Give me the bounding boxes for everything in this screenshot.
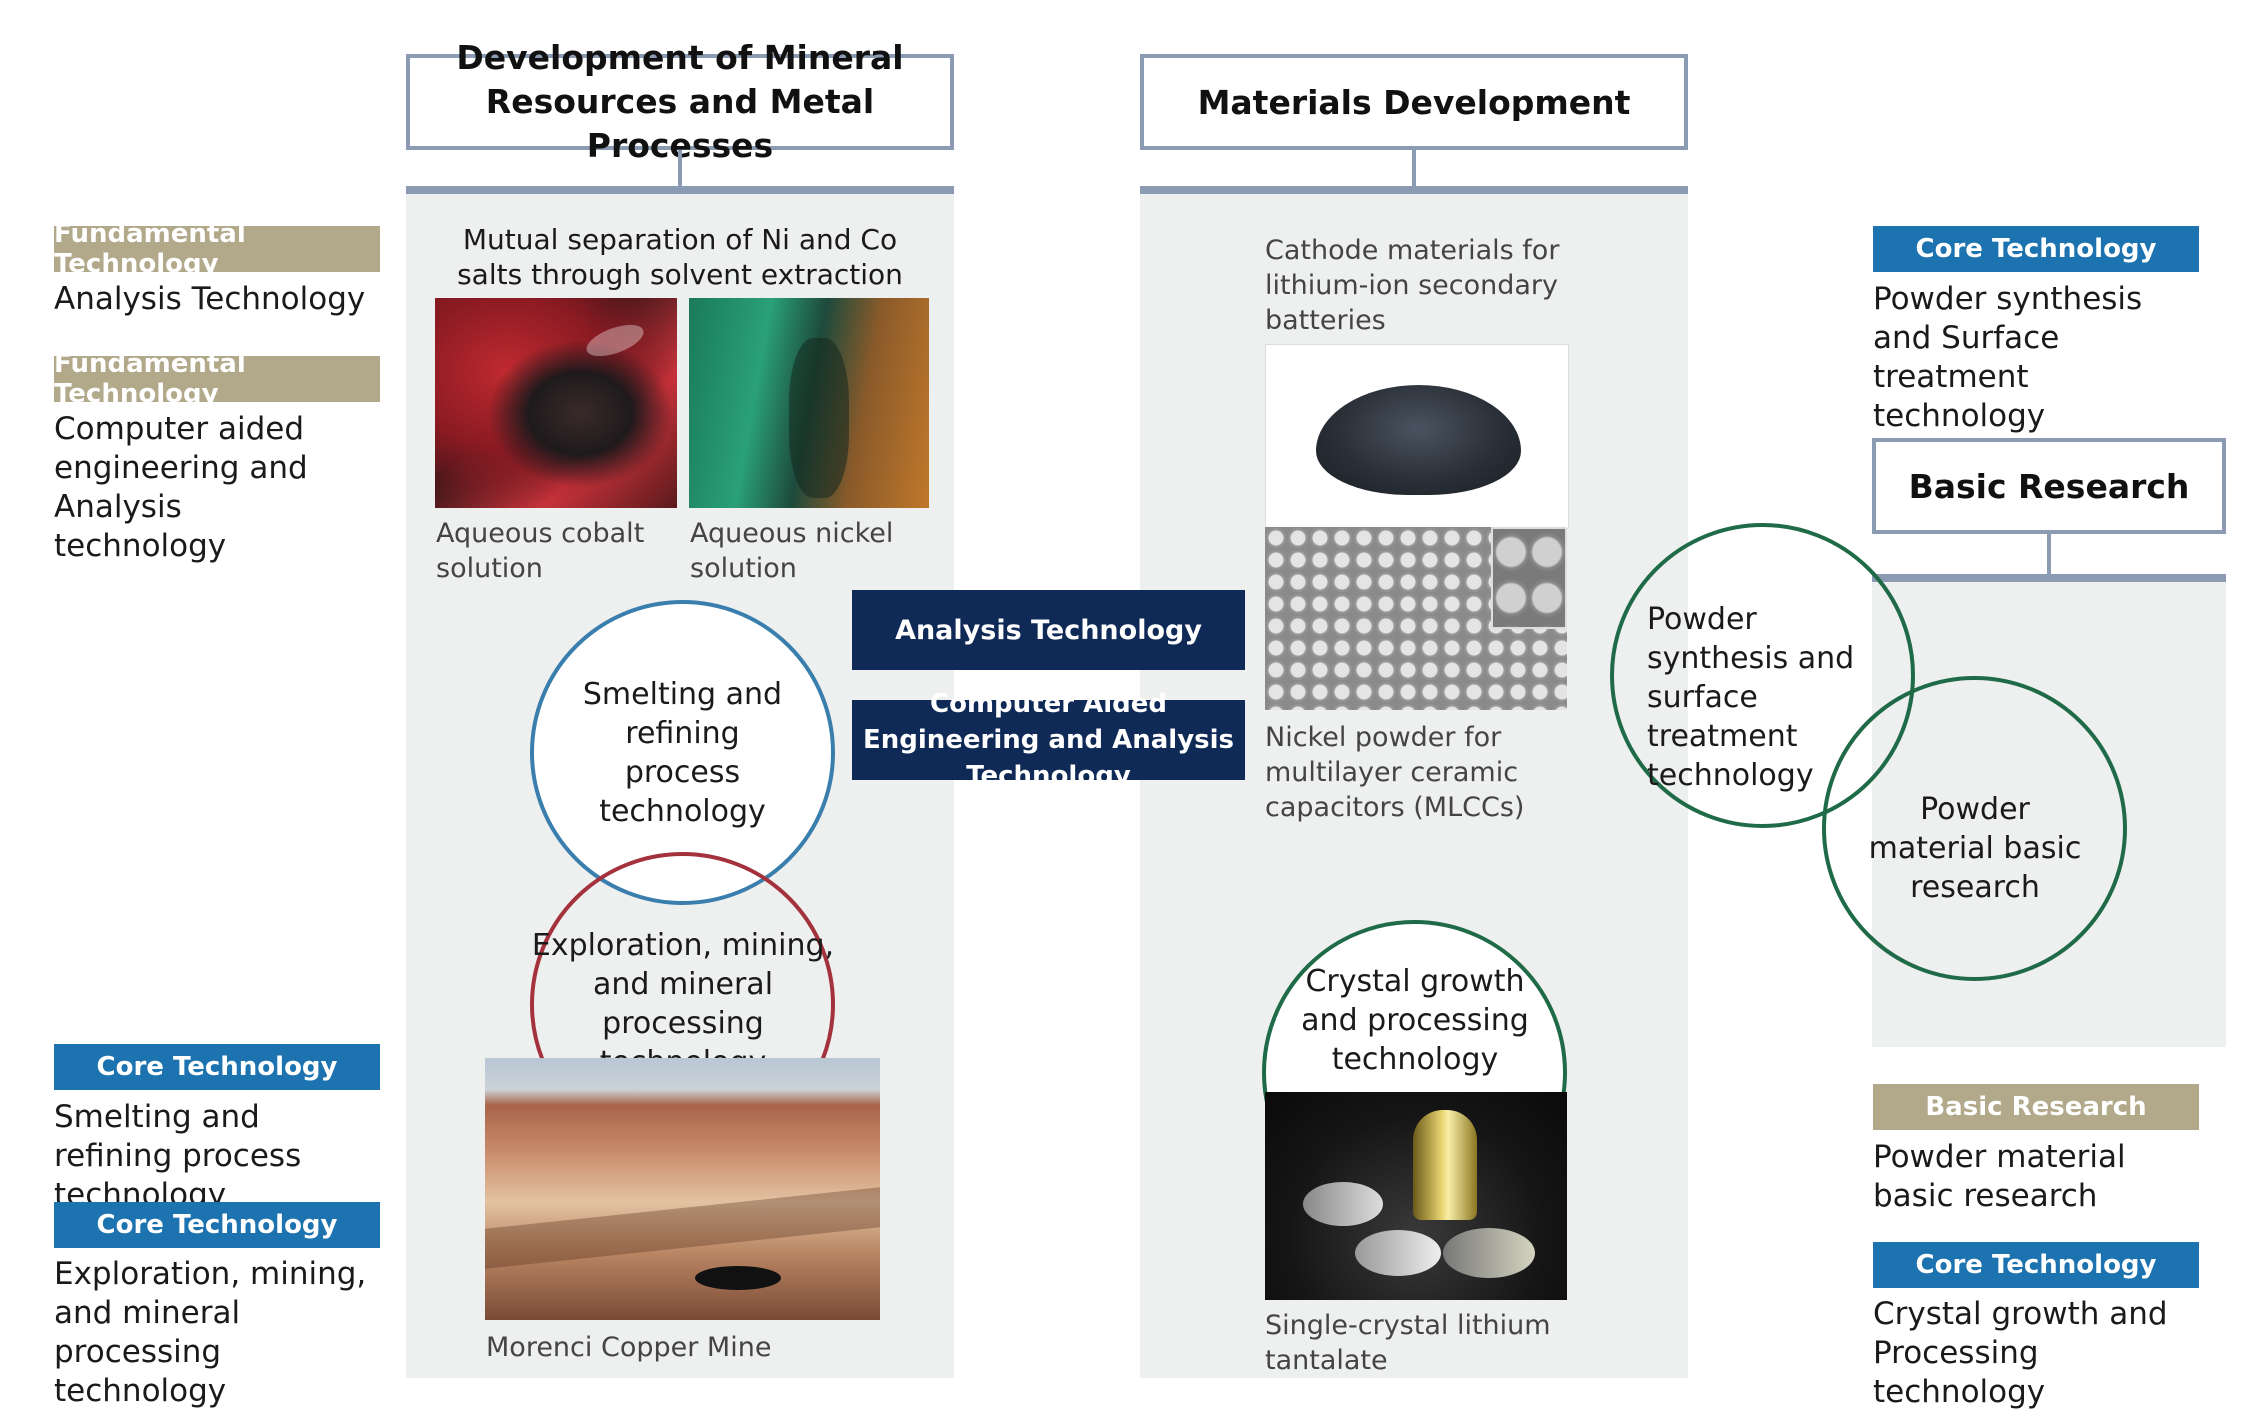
caption-solvent-extraction: Mutual separation of Ni and Co salts thr… (457, 223, 903, 291)
circle-powder-synthesis (1610, 523, 1915, 828)
photo-cobalt-solution (435, 298, 677, 508)
caption-aqueous-nickel: Aqueous nickel solution (690, 518, 894, 584)
circle-crystal-text: Crystal growth and processing technology (1301, 964, 1529, 1077)
bar-materials (1140, 186, 1688, 194)
mine-pit-water (695, 1266, 781, 1290)
connector-basic (2047, 534, 2051, 576)
photo-lithium-tantalate (1265, 1092, 1567, 1300)
wafer-1 (1303, 1182, 1383, 1226)
wafer-3 (1443, 1228, 1535, 1278)
box-analysis-text: Analysis Technology (895, 614, 1202, 646)
wafer-2 (1355, 1230, 1441, 1276)
header-materials-development: Materials Development (1140, 54, 1688, 150)
crystal-boule (1413, 1110, 1477, 1220)
text-powder-material: Powder material basic research (1873, 1139, 2126, 1214)
connector-mineral (678, 150, 682, 188)
tag-core-smelting: Core Technology (54, 1044, 380, 1090)
photo-cathode-powder (1265, 344, 1569, 529)
box-cae-analysis: Computer Aided Engineering and Analysis … (852, 689, 1245, 791)
header-basic-research: Basic Research (1872, 438, 2226, 534)
text-exploration-mining: Exploration, mining, and mineral process… (54, 1256, 367, 1409)
circle-powder-material-text: Powder material basic research (1868, 792, 2082, 905)
header-basic-text: Basic Research (1908, 466, 2190, 506)
box-analysis-technology: Analysis Technology (852, 590, 1245, 670)
tag-core-exploration: Core Technology (54, 1202, 380, 1248)
mine-terrace (485, 1187, 880, 1269)
circle-powder-synthesis-text: Powder synthesis and surface treatment t… (1647, 602, 1855, 793)
header-mineral-resources: Development of Mineral Resources and Met… (406, 38, 954, 165)
tag-core-crystal: Core Technology (1873, 1242, 2199, 1288)
photo-nickel-solution (689, 298, 929, 508)
photo-nickel-powder-sem (1265, 527, 1567, 710)
box-cae-text: Computer Aided Engineering and Analysis … (862, 689, 1235, 791)
connector-materials (1412, 150, 1416, 188)
text-crystal-growth: Crystal growth and Processing technology (1873, 1296, 2168, 1410)
text-cae-analysis: Computer aided engineering and Analysis … (54, 411, 308, 564)
photo-morenci-mine (485, 1058, 880, 1320)
tag-basic-research: Basic Research (1873, 1084, 2199, 1130)
caption-cathode-materials: Cathode materials for lithium-ion second… (1265, 235, 1560, 336)
cobalt-highlight (582, 318, 648, 363)
bar-basic (1872, 574, 2226, 582)
sem-inset (1491, 527, 1567, 629)
caption-nickel-powder: Nickel powder for multilayer ceramic cap… (1265, 722, 1525, 823)
text-smelting-refining: Smelting and refining process technology (54, 1099, 302, 1213)
circle-powder-material (1822, 676, 2127, 981)
circle-smelting-refining: Smelting and refining process technology (530, 600, 835, 905)
header-mineral-text: Development of Mineral Resources and Met… (456, 38, 904, 165)
circle-smelting-text: Smelting and refining process technology (582, 676, 783, 829)
tag-fundamental-2: Fundamental Technology (54, 349, 380, 409)
bar-mineral (406, 186, 954, 194)
caption-morenci: Morenci Copper Mine (486, 1332, 772, 1363)
header-materials-text: Materials Development (1197, 82, 1631, 122)
caption-aqueous-cobalt: Aqueous cobalt solution (436, 518, 645, 584)
caption-lithium-tantalate: Single-crystal lithium tantalate (1265, 1310, 1551, 1376)
text-analysis-technology: Analysis Technology (54, 281, 366, 317)
nickel-shadow (789, 338, 849, 498)
tag-fundamental-1: Fundamental Technology (54, 219, 380, 279)
tag-core-powder: Core Technology (1873, 226, 2199, 272)
powder-pile (1316, 385, 1521, 495)
text-powder-synthesis: Powder synthesis and Surface treatment t… (1873, 281, 2143, 434)
